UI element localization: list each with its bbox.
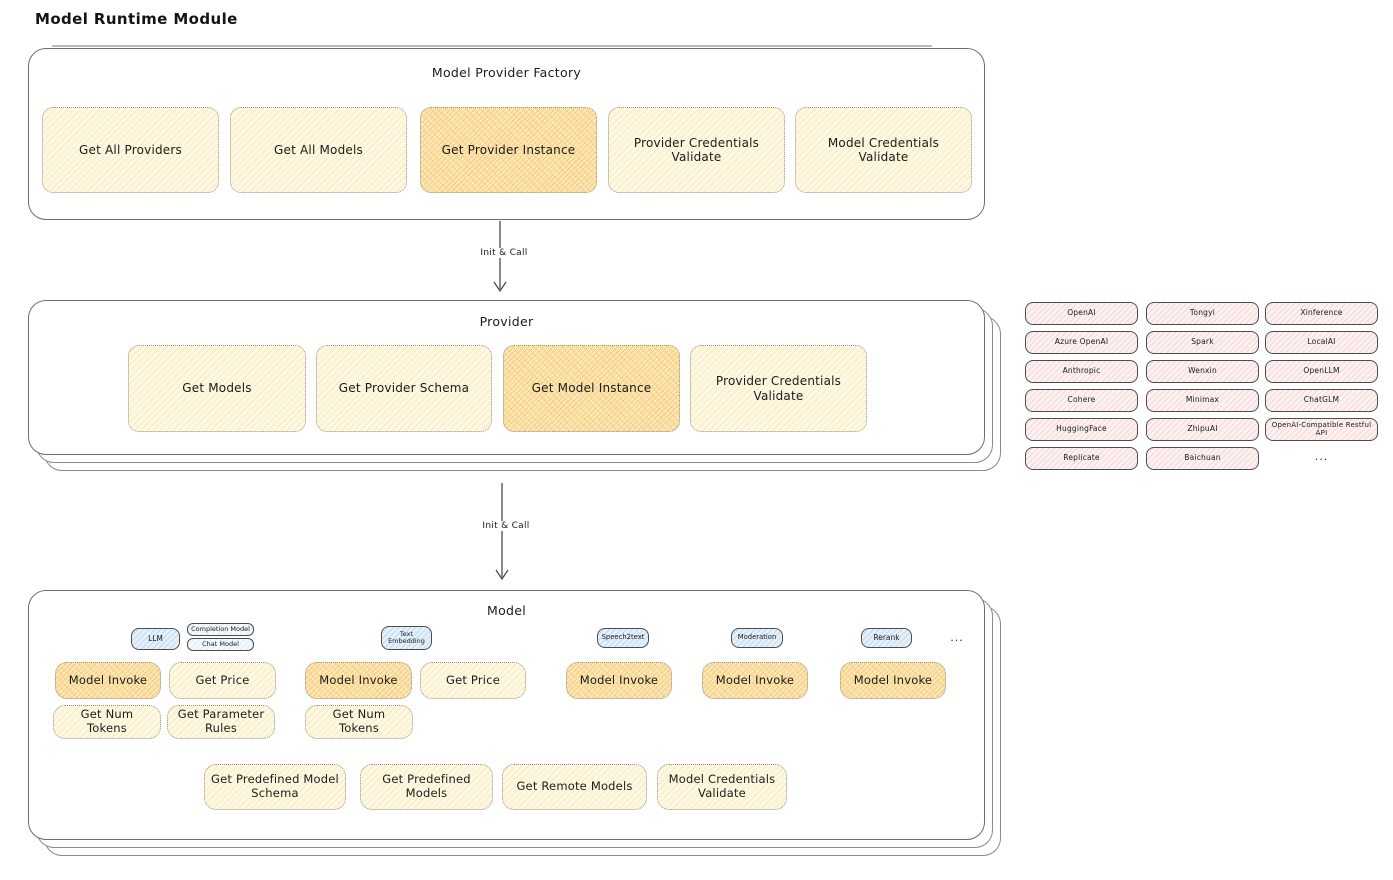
- node-provider-credentials-validate-2: Provider Credentials Validate: [690, 345, 867, 432]
- node-get-all-providers: Get All Providers: [42, 107, 219, 193]
- node-get-model-instance: Get Model Instance: [503, 345, 680, 432]
- node-get-predefined-model-schema: Get Predefined Model Schema: [204, 764, 346, 810]
- provider-grid-ellipsis: ...: [1314, 450, 1329, 463]
- model-tags-ellipsis: ...: [950, 631, 964, 644]
- sketch-stroke-top: [52, 45, 932, 47]
- provider-cell-zhipuai: ZhipuAI: [1146, 418, 1259, 441]
- provider-cell-localai: LocalAI: [1265, 331, 1378, 354]
- node-embedding-get-num-tokens: Get Num Tokens: [305, 705, 413, 739]
- tag-llm: LLM: [131, 628, 180, 650]
- tag-moderation: Moderation: [731, 628, 783, 648]
- provider-cell-openai-compatible: OpenAI-Compatible Restful API: [1265, 418, 1378, 441]
- node-get-provider-instance: Get Provider Instance: [420, 107, 597, 193]
- node-model-credentials-validate: Model Credentials Validate: [795, 107, 972, 193]
- provider-cell-azure-openai: Azure OpenAI: [1025, 331, 1138, 354]
- node-embedding-model-invoke: Model Invoke: [305, 662, 412, 699]
- tag-speech2text: Speech2text: [597, 628, 649, 648]
- node-rerank-model-invoke: Model Invoke: [840, 662, 946, 699]
- node-embedding-get-price: Get Price: [420, 662, 526, 699]
- provider-title: Provider: [479, 314, 534, 329]
- node-llm-model-invoke: Model Invoke: [55, 662, 161, 699]
- node-get-models: Get Models: [128, 345, 306, 432]
- init-call-label-1: Init & Call: [458, 248, 550, 258]
- provider-cell-tongyi: Tongyi: [1146, 302, 1259, 325]
- node-provider-credentials-validate: Provider Credentials Validate: [608, 107, 785, 193]
- provider-cell-openllm: OpenLLM: [1265, 360, 1378, 383]
- provider-cell-xinference: Xinference: [1265, 302, 1378, 325]
- tag-completion-model: Completion Model: [187, 623, 254, 636]
- init-call-label-2: Init & Call: [460, 521, 552, 531]
- provider-cell-cohere: Cohere: [1025, 389, 1138, 412]
- model-title: Model: [486, 603, 527, 618]
- provider-cell-wenxin: Wenxin: [1146, 360, 1259, 383]
- node-get-all-models: Get All Models: [230, 107, 407, 193]
- provider-cell-openai: OpenAI: [1025, 302, 1138, 325]
- provider-cell-minimax: Minimax: [1146, 389, 1259, 412]
- init-call-arrow-2: [495, 483, 509, 581]
- node-get-predefined-models: Get Predefined Models: [360, 764, 493, 810]
- provider-cell-huggingface: HuggingFace: [1025, 418, 1138, 441]
- node-speech2text-model-invoke: Model Invoke: [566, 662, 672, 699]
- node-model-credentials-validate-2: Model Credentials Validate: [657, 764, 787, 810]
- init-call-arrow-1: [493, 221, 507, 293]
- node-llm-get-price: Get Price: [169, 662, 276, 699]
- tag-rerank: Rerank: [861, 628, 912, 648]
- tag-chat-model: Chat Model: [187, 638, 254, 651]
- node-get-remote-models: Get Remote Models: [502, 764, 647, 810]
- node-get-provider-schema: Get Provider Schema: [316, 345, 492, 432]
- provider-cell-chatglm: ChatGLM: [1265, 389, 1378, 412]
- node-moderation-model-invoke: Model Invoke: [702, 662, 808, 699]
- provider-cell-replicate: Replicate: [1025, 447, 1138, 470]
- provider-cell-baichuan: Baichuan: [1146, 447, 1259, 470]
- factory-title: Model Provider Factory: [431, 65, 582, 80]
- page-title: Model Runtime Module: [35, 10, 238, 28]
- provider-cell-anthropic: Anthropic: [1025, 360, 1138, 383]
- node-llm-get-parameter-rules: Get Parameter Rules: [167, 705, 275, 739]
- provider-cell-spark: Spark: [1146, 331, 1259, 354]
- node-llm-get-num-tokens: Get Num Tokens: [53, 705, 161, 739]
- tag-text-embedding: Text Embedding: [381, 626, 432, 650]
